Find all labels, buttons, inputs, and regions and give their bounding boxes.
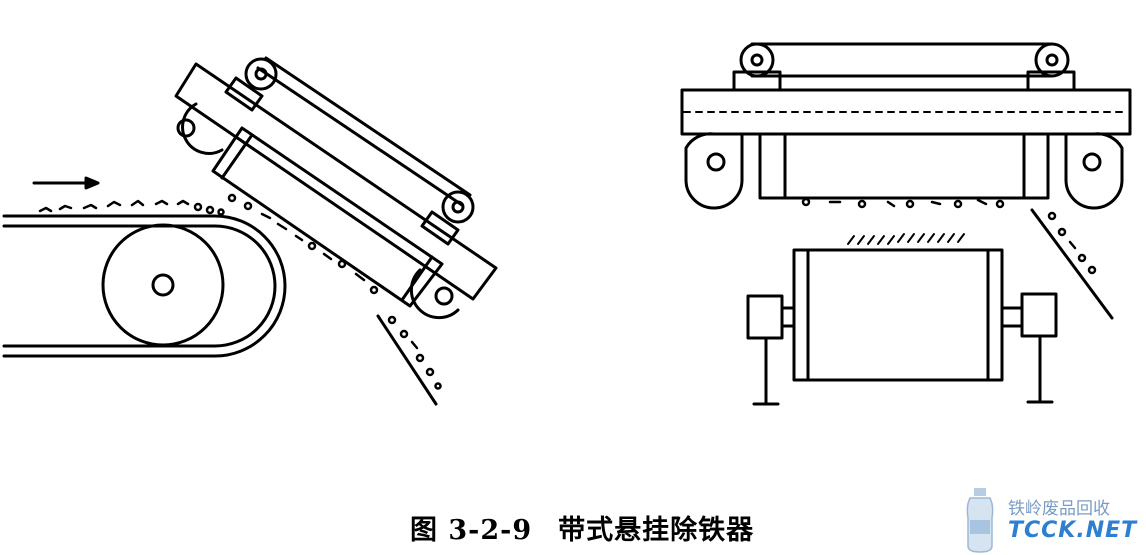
left-view [2, 56, 498, 406]
iron-particles-left [227, 193, 379, 295]
figure-caption: 图 3-2-9 带式悬挂除铁器 [410, 508, 754, 547]
watermark-site: TCCK.NET [1008, 518, 1138, 543]
inclined-separator [174, 56, 498, 320]
top-belt [732, 42, 1076, 92]
material-on-belt [38, 199, 225, 216]
flow-arrow [32, 176, 100, 190]
watermark-title: 铁岭废品回收 [1008, 499, 1110, 519]
lower-drum [746, 248, 1058, 406]
side-drum-right [1064, 132, 1124, 210]
right-view [680, 42, 1132, 406]
head-pulley [101, 223, 225, 347]
material-spray [847, 233, 965, 245]
discharge-chute-right [1030, 208, 1114, 320]
conveyor-belt [2, 214, 287, 358]
figure-number: 图 3-2-9 [410, 515, 533, 546]
magnet-body [758, 132, 1050, 200]
bottle-icon [966, 488, 994, 553]
discharge-chute-left [376, 314, 442, 406]
figure-title: 带式悬挂除铁器 [558, 515, 755, 546]
iron-particles-right [801, 197, 1005, 209]
side-drum-left [684, 132, 744, 210]
